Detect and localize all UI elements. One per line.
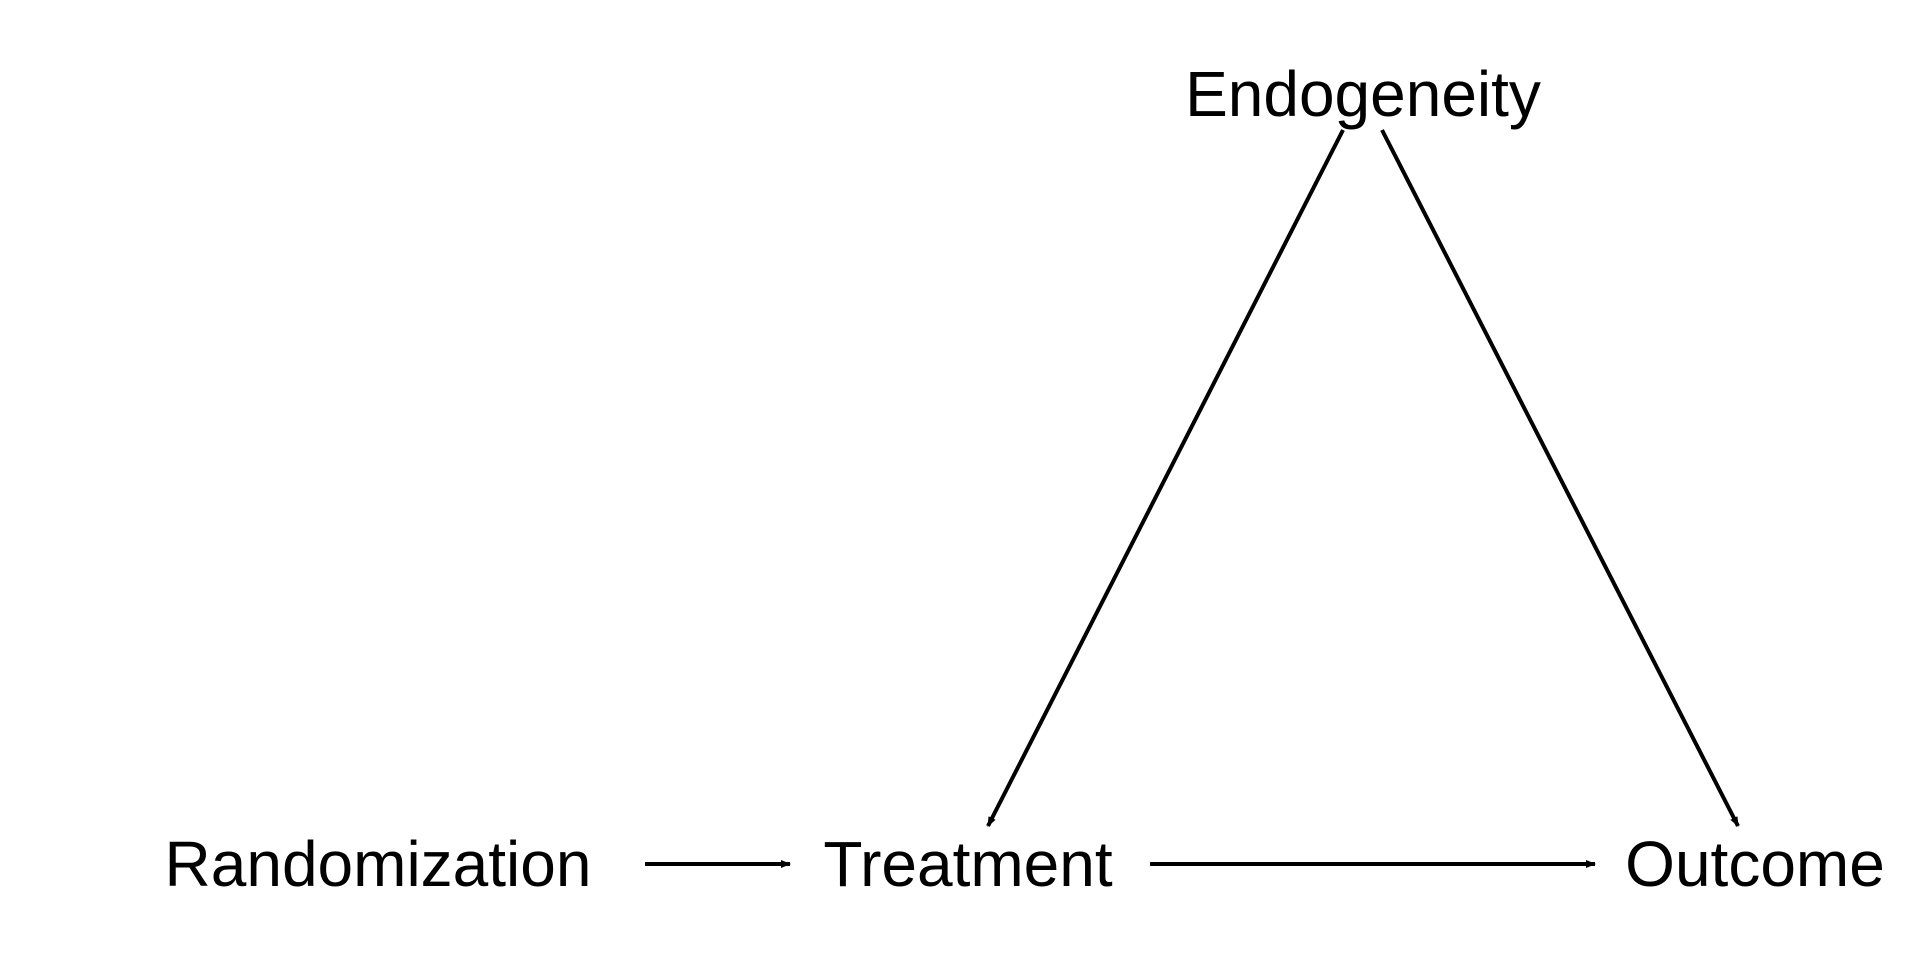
node-randomization: Randomization (165, 828, 592, 900)
node-endogeneity: Endogeneity (1185, 58, 1541, 130)
node-treatment: Treatment (823, 828, 1113, 900)
node-outcome: Outcome (1625, 828, 1885, 900)
edge-endogeneity-to-outcome (1380, 129, 1740, 827)
edge-endogeneity-to-treatment (986, 129, 1345, 827)
